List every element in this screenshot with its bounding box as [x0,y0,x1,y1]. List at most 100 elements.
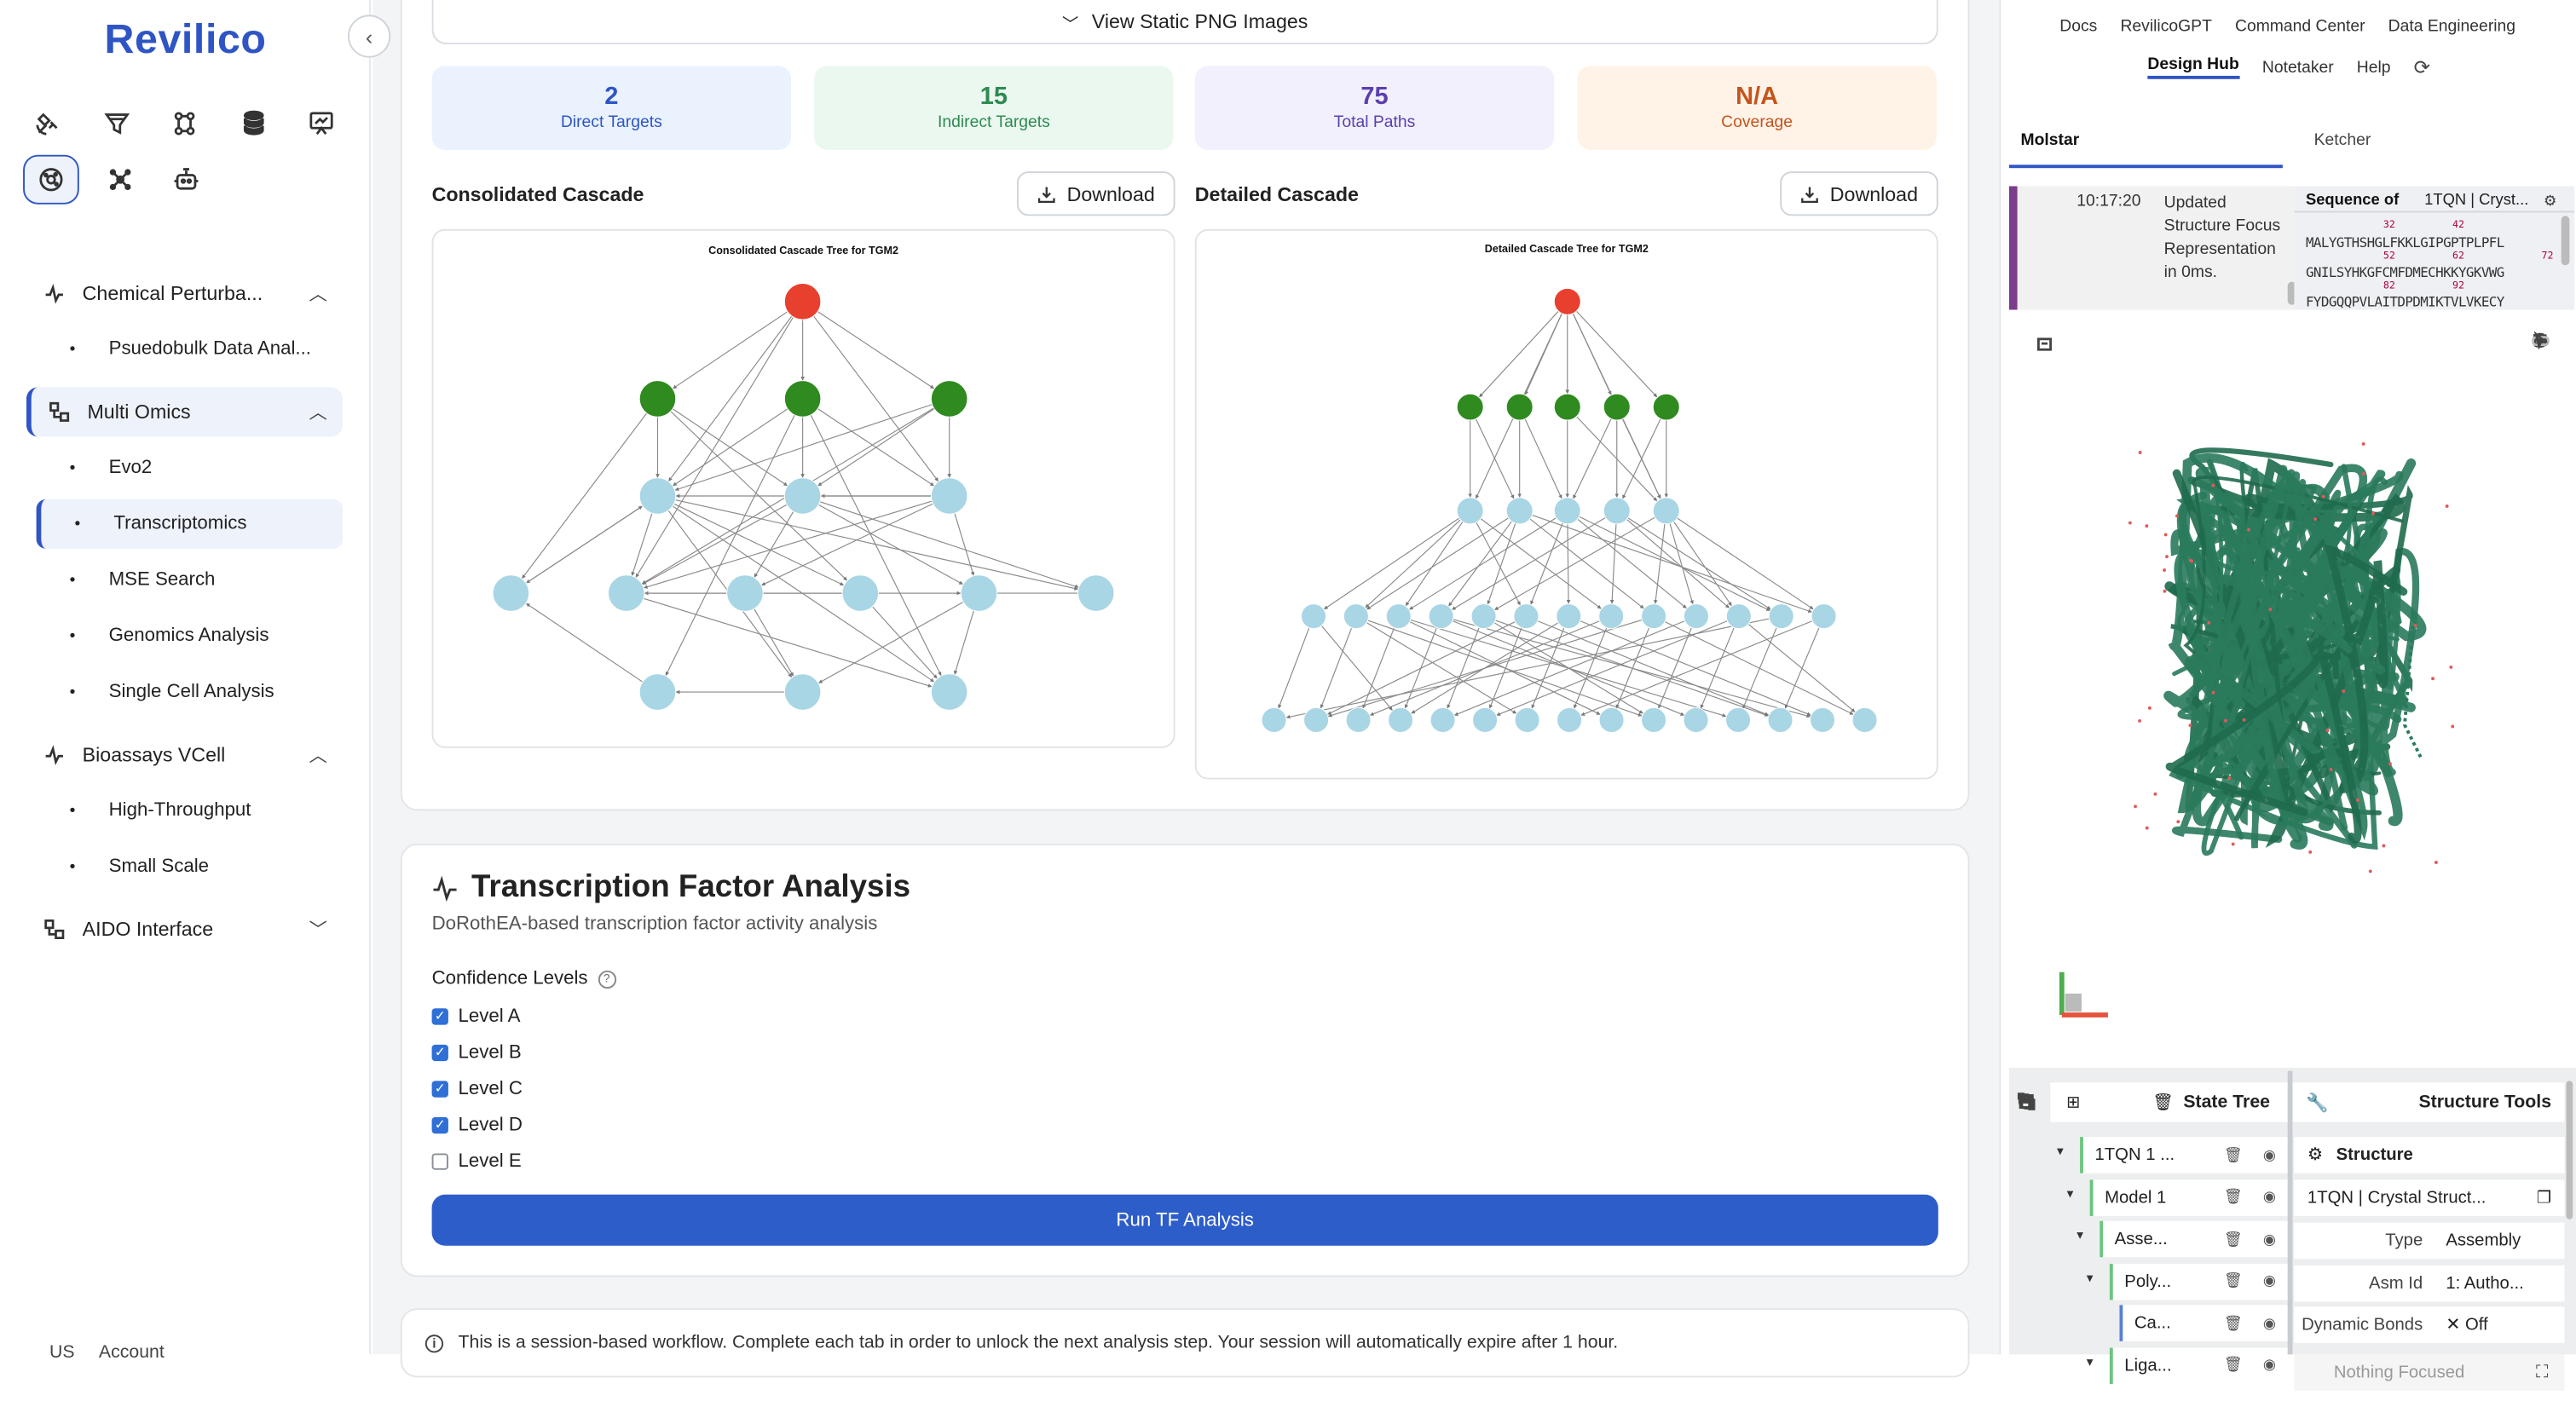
chevron-up-icon[interactable]: ︿ [309,403,327,424]
command-center-link[interactable]: Command Center [2234,18,2365,37]
graph-node[interactable] [1683,706,1709,733]
graph-node[interactable] [783,380,822,418]
eye-icon[interactable]: ◉ [2262,1188,2277,1205]
graph-node[interactable] [1301,603,1326,630]
help-circle-icon[interactable]: ? [598,969,616,989]
graph-node[interactable] [1851,706,1878,733]
checkbox-unchecked-icon[interactable] [431,1153,448,1170]
checkbox-checked-icon[interactable]: ✓ [431,1008,448,1025]
database-icon[interactable] [228,99,278,148]
graph-node[interactable] [1683,603,1709,630]
dna-icon[interactable] [95,155,145,205]
graph-node[interactable] [1810,706,1836,733]
graph-node[interactable] [492,574,530,612]
state-tree-row[interactable]: Liga...🗑◉ [2109,1346,2288,1384]
trash-icon[interactable]: 🗑 [2223,1188,2243,1205]
graph-node[interactable] [1385,603,1412,630]
run-tf-analysis-button[interactable]: Run TF Analysis [431,1194,1938,1246]
graph-node[interactable] [1456,393,1484,421]
robot-icon[interactable] [161,155,211,205]
state-tree-row[interactable]: Poly...🗑◉ [2109,1263,2288,1300]
nav-item-evo2[interactable]: •Evo2 [37,443,344,493]
sequence-line[interactable]: FYDGQQPVLAITDPDMIKTVLVKECY [2305,293,2504,310]
molecule-viewer[interactable] [2008,313,2576,1068]
revilicogpt-link[interactable]: RevilicoGPT [2120,18,2212,37]
graph-node[interactable] [783,673,822,711]
molecule-icon[interactable] [160,99,210,148]
graph-node[interactable] [1077,574,1115,612]
graph-node[interactable] [1513,603,1539,630]
confidence-level-checkbox[interactable]: Level E [431,1149,522,1175]
settings-icon[interactable]: ⚙ [2544,189,2556,211]
graph-node[interactable] [1428,603,1454,630]
graph-node[interactable] [1303,706,1330,733]
sequence-line[interactable]: MALYGTHSHGLFKKLGIPGPTPLPFL [2305,234,2504,251]
graph-node[interactable] [1767,706,1793,733]
graph-node[interactable] [1598,706,1625,733]
data-engineering-link[interactable]: Data Engineering [2388,18,2516,37]
tools-scrollbar[interactable] [2566,1081,2573,1219]
checkbox-checked-icon[interactable]: ✓ [431,1081,448,1098]
graph-node[interactable] [638,477,677,515]
tab-ketcher[interactable]: Ketcher [2313,131,2371,150]
graph-node[interactable] [1261,706,1287,733]
panel-splitter[interactable] [2287,1070,2293,1355]
help-link[interactable]: Help [2356,58,2391,77]
graph-node[interactable] [1768,603,1794,630]
state-tree-row[interactable]: 1TQN 1 ...🗑◉ [2080,1137,2288,1173]
graph-node[interactable] [1345,706,1372,733]
chevron-up-icon[interactable]: ︿ [309,746,327,767]
trash-icon[interactable]: 🗑 [2223,1145,2243,1163]
graph-node[interactable] [638,673,677,711]
graph-node[interactable] [1652,497,1680,525]
chevron-up-icon[interactable]: ︿ [309,285,327,305]
structure-prop-row[interactable]: Dynamic Bonds✕ Off [2294,1306,2565,1343]
caret-down-icon[interactable]: ▾ [2076,1227,2083,1242]
download-detailed-button[interactable]: Download [1780,171,1938,216]
graph-node[interactable] [1343,603,1369,630]
graph-node[interactable] [1725,603,1752,630]
state-tree-row[interactable]: Asse...🗑◉ [2099,1220,2288,1258]
graph-node[interactable] [1641,603,1667,630]
log-scrollbar[interactable] [2287,281,2296,305]
graph-node[interactable] [1603,393,1631,421]
caret-down-icon[interactable]: ▾ [2057,1143,2064,1159]
nav-item-pseudobulk[interactable]: •Psuedobulk Data Anal... [37,325,344,374]
checkbox-checked-icon[interactable]: ✓ [431,1044,448,1062]
graph-node[interactable] [1598,603,1625,630]
graph-node[interactable] [1388,706,1414,733]
structure-section-header[interactable]: ⚙Structure [2294,1137,2565,1173]
screenshot-icon[interactable] [2030,330,2057,356]
eye-icon[interactable]: ◉ [2262,1313,2277,1331]
graph-node[interactable] [1505,497,1533,525]
filter-icon[interactable] [91,99,141,148]
cell-icon[interactable] [23,154,79,205]
sequence-line[interactable]: GNILSYHKGFCMFDMECHKKYGKVWG [2305,263,2504,280]
graph-node[interactable] [1505,393,1533,421]
confidence-level-checkbox[interactable]: ✓Level D [431,1112,523,1139]
download-consolidated-button[interactable]: Download [1016,171,1175,216]
design-hub-link[interactable]: Design Hub [2147,56,2239,79]
trash-icon[interactable]: 🗑 [2152,1093,2174,1112]
nav-item-single-cell-analysis[interactable]: •Single Cell Analysis [37,667,344,717]
graph-node[interactable] [783,477,822,515]
graph-node[interactable] [726,574,764,612]
nav-item-high-throughput[interactable]: •High-Throughput [37,786,344,835]
chevron-down-icon[interactable]: ﹀ [309,920,327,942]
caret-down-icon[interactable]: ▾ [2086,1269,2094,1285]
state-tree-row[interactable]: Model 1🗑◉ [2089,1179,2288,1215]
state-tree-row[interactable]: Ca...🗑◉ [2119,1305,2288,1341]
collapse-sidebar-button[interactable]: ‹ [347,14,391,58]
caret-down-icon[interactable]: ▾ [2086,1353,2094,1369]
graph-node[interactable] [1557,706,1583,733]
account-link[interactable]: US Account [49,1342,165,1364]
eye-icon[interactable]: ◉ [2262,1145,2277,1163]
graph-node[interactable] [1553,393,1581,421]
protein-structure-render[interactable] [2009,313,2576,1068]
nav-section-chemical-perturbation[interactable]: Chemical Perturba... ︿ [26,268,343,318]
graph-node[interactable] [1553,287,1581,315]
tab-molstar[interactable]: Molstar [2008,132,2283,169]
focus-icon[interactable]: ⛶ [2535,1362,2549,1382]
trash-icon[interactable]: 🗑 [2223,1271,2243,1289]
